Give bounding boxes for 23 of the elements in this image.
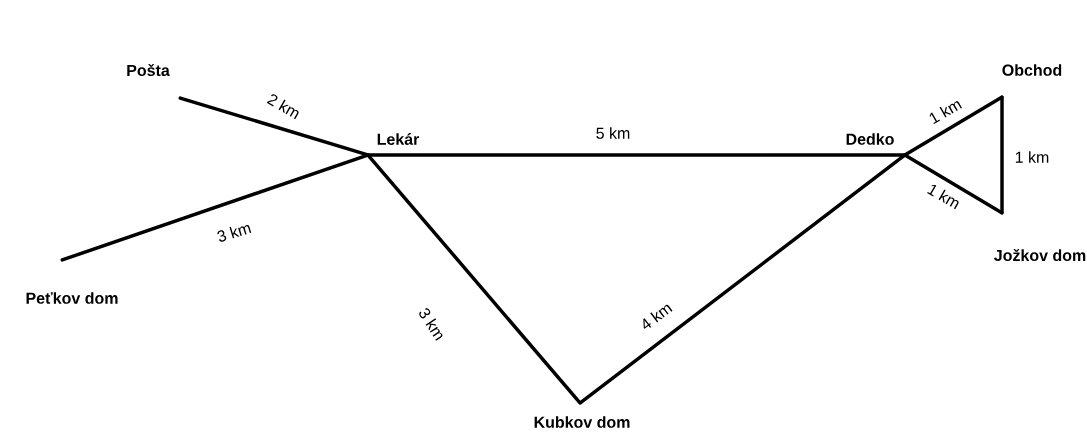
road-line xyxy=(1000,95,1004,215)
road-line xyxy=(366,153,582,405)
place-label: Lekár xyxy=(377,133,420,145)
distance-label: 3 km xyxy=(415,304,449,344)
road-line xyxy=(366,153,907,157)
place-label: Jožkov dom xyxy=(994,248,1086,262)
distance-label: 3 km xyxy=(214,219,254,245)
distance-label: 2 km xyxy=(264,90,304,122)
distance-label: 4 km xyxy=(636,299,676,333)
place-label: Kubkov dom xyxy=(534,416,630,428)
place-label: Peťkov dom xyxy=(26,292,118,304)
place-label: Pošta xyxy=(127,63,170,77)
road-line xyxy=(60,153,370,262)
road-line xyxy=(178,96,370,157)
place-label: Obchod xyxy=(1002,64,1062,76)
road-line xyxy=(903,153,1004,215)
place-label: Dedko xyxy=(846,133,894,145)
distance-label: 1 km xyxy=(924,180,964,212)
road-line xyxy=(578,153,907,405)
distance-label: 1 km xyxy=(925,95,965,127)
road-line xyxy=(903,95,1004,157)
distance-label: 5 km xyxy=(594,125,632,141)
distance-label: 1 km xyxy=(1013,149,1051,165)
